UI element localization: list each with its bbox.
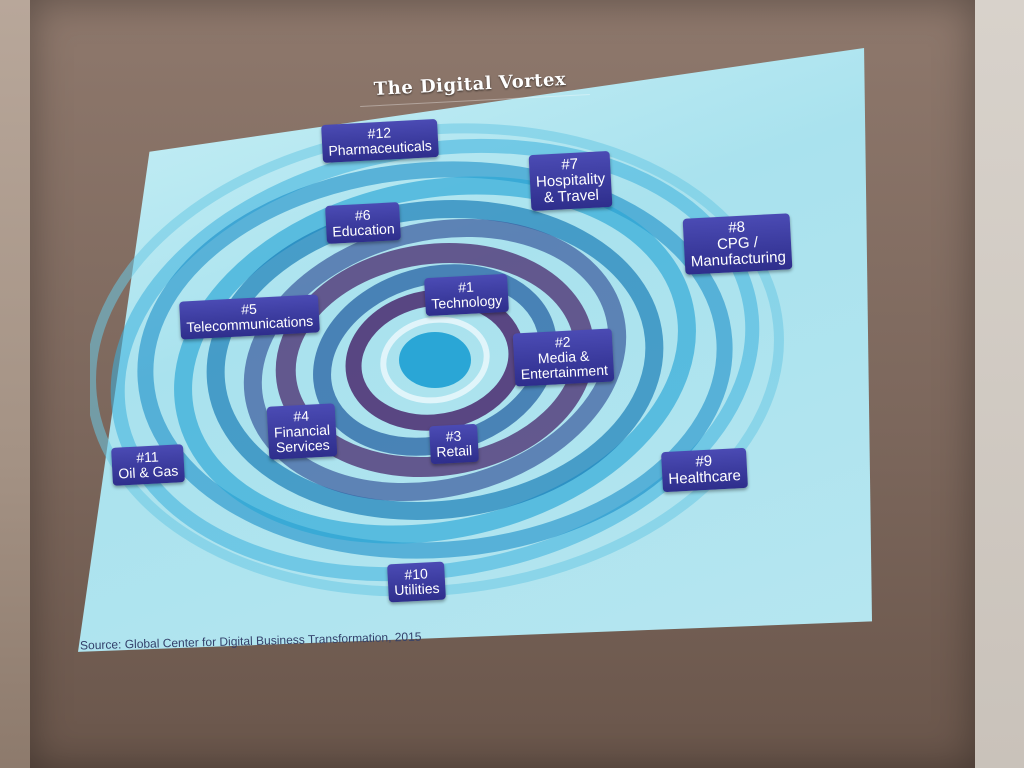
industry-box-hospitality-travel: #7 Hospitality & Travel	[528, 150, 613, 212]
industry-name: Education	[331, 220, 396, 240]
right-wall	[968, 0, 1024, 768]
industry-box-utilities: #10 Utilities	[387, 561, 447, 603]
industry-box-media-entertainment: #2 Media & Entertainment	[512, 328, 615, 387]
industry-name: Oil & Gas	[117, 462, 179, 482]
vortex-graphic	[90, 123, 784, 597]
industry-name: Retail	[435, 442, 473, 460]
industry-name: Utilities	[393, 579, 440, 599]
industry-box-retail: #3 Retail	[429, 423, 479, 465]
industry-box-pharmaceuticals: #12 Pharmaceuticals	[321, 119, 439, 163]
industry-box-financial-services: #4 Financial Services	[266, 403, 338, 460]
industry-name-line2: Entertainment	[520, 361, 609, 383]
industry-name: Healthcare	[667, 467, 742, 488]
industry-name-line2: Manufacturing	[690, 248, 787, 271]
industry-name: Technology	[430, 292, 503, 312]
industry-box-education: #6 Education	[325, 202, 402, 244]
vortex-core	[399, 332, 471, 388]
industry-box-oil-gas: #11 Oil & Gas	[111, 444, 185, 486]
industry-name-line2: & Travel	[543, 186, 600, 207]
industry-name-line2: Services	[275, 436, 331, 456]
industry-box-cpg-manufacturing: #8 CPG / Manufacturing	[682, 213, 793, 275]
industry-name: Pharmaceuticals	[328, 137, 433, 159]
industry-box-healthcare: #9 Healthcare	[661, 447, 748, 493]
industry-box-telecommunications: #5 Telecommunications	[179, 294, 320, 340]
industry-box-technology: #1 Technology	[424, 273, 509, 317]
